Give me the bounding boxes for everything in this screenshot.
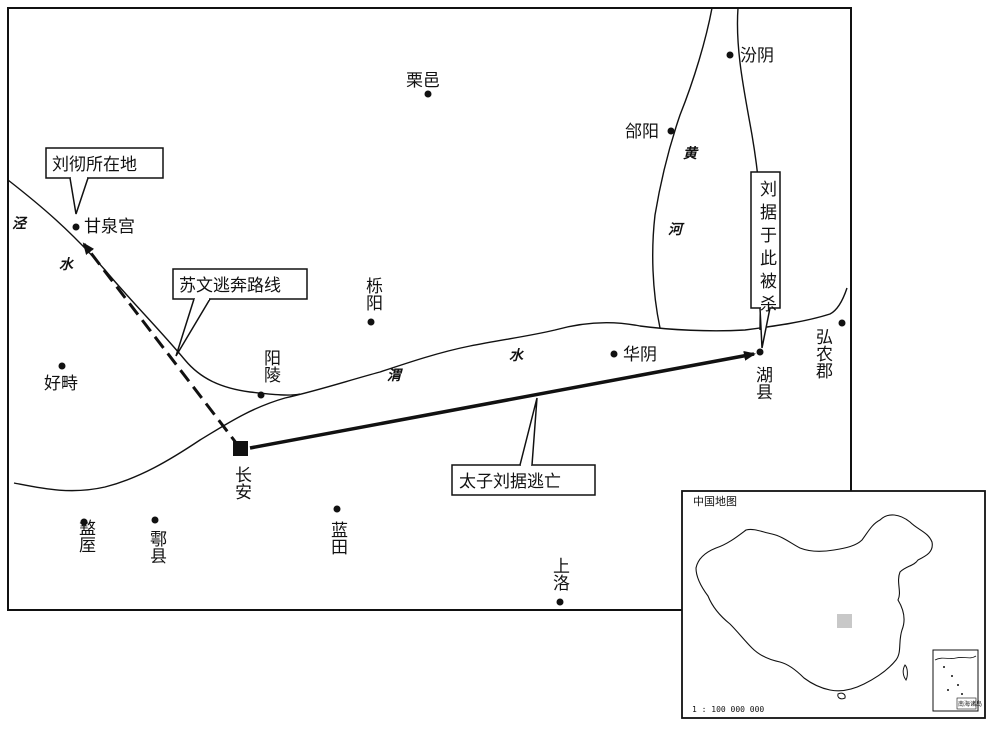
- suwen-route-line: [82, 242, 242, 449]
- huxian-label: 湖县: [752, 366, 773, 400]
- liuju-callout-text: 刘据于此被杀: [756, 180, 777, 318]
- south-sea-island-3: [957, 684, 959, 686]
- huxian2-label: 鄠县: [146, 530, 167, 564]
- jing-river-label-2: 水: [59, 256, 74, 273]
- south-sea-coast: [934, 655, 977, 661]
- heyang-dot: [667, 127, 675, 135]
- taizi-callout-text: 太子刘据逃亡: [459, 472, 561, 492]
- haozhi-dot: [58, 362, 66, 370]
- shangluo-label: 上洛: [549, 557, 570, 591]
- yellow-river-west-bank: [652, 7, 713, 329]
- china-inset-map: 中国地图 南海诸岛 1 : 100 000 000: [681, 490, 986, 719]
- yangling-dot: [257, 391, 265, 399]
- lantian-label: 蓝田: [327, 521, 348, 555]
- liuju-callout: 刘据于此被杀: [750, 171, 781, 349]
- ganquan-label: 甘泉宫: [84, 217, 135, 237]
- fenyin-dot: [726, 51, 734, 59]
- yellow-river-label-1: 黄: [683, 145, 699, 162]
- liyang-dot: [367, 318, 375, 326]
- hongnong-dot: [838, 319, 846, 327]
- liyang-label: 栎阳: [362, 277, 383, 311]
- china-outline: [695, 514, 933, 692]
- wei-river-label-2: 水: [509, 347, 524, 364]
- wei-river-label-1: 渭: [387, 368, 403, 384]
- huxian2-dot: [151, 516, 159, 524]
- zhouzhi-label: 盩厔: [75, 519, 96, 553]
- yellow-river-label-2: 河: [668, 222, 685, 238]
- hongnong-label: 弘农郡: [812, 328, 833, 379]
- south-sea-label-box: [956, 697, 977, 710]
- south-sea-island-4: [947, 689, 949, 691]
- huayin-label: 华阴: [623, 345, 657, 365]
- suwen-callout-text: 苏文逃奔路线: [179, 276, 281, 296]
- fenyin-label: 汾阴: [740, 46, 774, 66]
- hainan-outline: [837, 692, 846, 700]
- changan-label: 长安: [231, 466, 252, 500]
- study-area-highlight: [837, 614, 852, 628]
- jing-river-label-1: 泾: [12, 216, 28, 232]
- lantian-dot: [333, 505, 341, 513]
- huxian-dot: [756, 348, 764, 356]
- liuche-callout: 刘彻所在地: [45, 147, 164, 215]
- huayin-dot: [610, 350, 618, 358]
- liyi-label: 栗邑: [406, 71, 440, 91]
- changan-capital-marker: [233, 441, 248, 456]
- haozhi-label: 好畤: [44, 374, 78, 394]
- taiwan-outline: [902, 664, 908, 681]
- ganquan-dot: [72, 223, 80, 231]
- zhouzhi-dot: [80, 518, 88, 526]
- south-sea-island-1: [943, 666, 945, 668]
- shangluo-dot: [556, 598, 564, 606]
- south-sea-label: 南海诸岛: [958, 700, 982, 708]
- liuche-callout-text: 刘彻所在地: [52, 155, 137, 175]
- liyi-dot: [424, 90, 432, 98]
- yangling-label: 阳陵: [260, 349, 280, 383]
- inset-title: 中国地图: [693, 495, 737, 508]
- heyang-label: 郃阳: [625, 122, 659, 142]
- taizi-callout: 太子刘据逃亡: [451, 397, 596, 496]
- south-sea-island-2: [951, 675, 953, 677]
- wei-river: [13, 287, 848, 492]
- suwen-callout: 苏文逃奔路线: [172, 268, 308, 357]
- inset-scale: 1 : 100 000 000: [692, 705, 764, 714]
- south-sea-island-5: [961, 693, 963, 695]
- taizi-route-line: [249, 350, 756, 450]
